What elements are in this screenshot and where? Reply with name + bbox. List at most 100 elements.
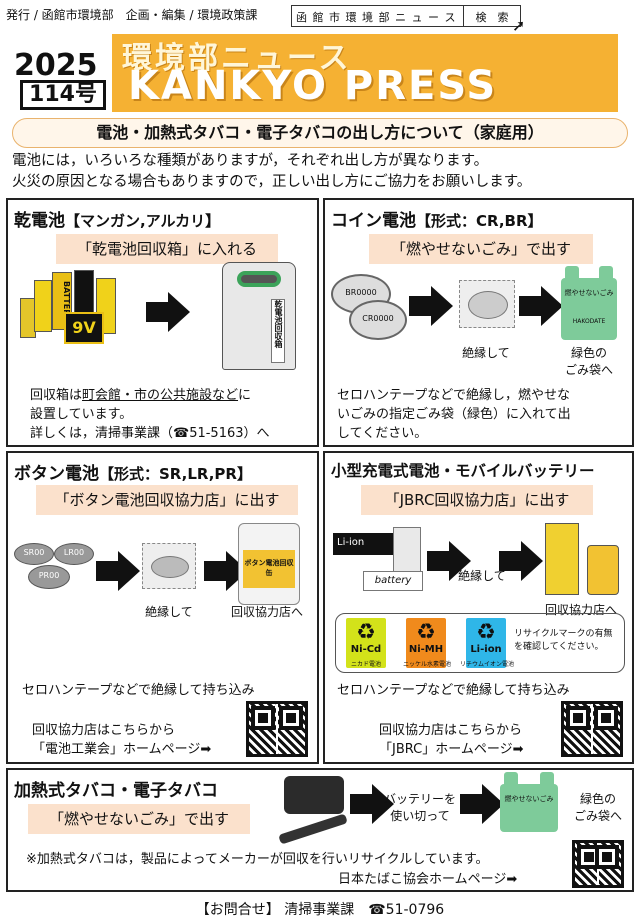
- issue-number: 114号: [20, 80, 106, 110]
- heated-tobacco-device-icon: [284, 776, 344, 814]
- publisher-line: 発行 / 函館市環境部 企画・編集 / 環境政策課: [6, 8, 258, 22]
- panel-coin-battery: コイン電池【形式：CR,BR】 「燃やせないごみ」で出す BR0000 CR00…: [323, 198, 634, 447]
- nine-volt-label: 9V: [64, 312, 104, 344]
- panel-text: セロハンテープなどで絶縁して持ち込み: [337, 683, 570, 698]
- panel-title: 小型充電式電池・モバイルバッテリー: [331, 462, 595, 480]
- search-input[interactable]: 函 館 市 環 境 部 ニ ュ ー ス: [292, 6, 464, 26]
- masthead-title: KANKYO PRESS: [128, 63, 498, 109]
- link-line[interactable]: 「電池工業会」ホームページ➡: [32, 742, 212, 757]
- box-label: 乾電池回収箱: [271, 299, 285, 363]
- instruction-pill: 「燃やせないごみ」で出す: [369, 234, 593, 264]
- caption-line: ごみ袋へ: [564, 363, 613, 377]
- search-box[interactable]: 函 館 市 環 境 部 ニ ュ ー ス 検 索: [291, 5, 521, 27]
- search-button[interactable]: 検 索: [475, 11, 509, 24]
- step-caption: 絶縁して: [462, 346, 510, 360]
- qr-code[interactable]: [246, 701, 308, 757]
- link-line[interactable]: 回収協力店はこちらから: [32, 723, 176, 738]
- recycle-mark-nimh-icon: Ni-MH: [406, 618, 446, 668]
- panel-rechargeable-battery: 小型充電式電池・モバイルバッテリー 「JBRC回収協力店」に出す Li-ion …: [323, 451, 634, 764]
- liion-battery-icon: Li-ion: [333, 533, 393, 555]
- recycle-code: Li-ion: [470, 644, 502, 655]
- recycle-mark-liion-icon: Li-ion: [466, 618, 506, 668]
- panel-title-main: ボタン電池: [14, 464, 99, 484]
- masthead-banner: [112, 34, 618, 112]
- panel-heated-tobacco: 加熱式タバコ・電子タバコ 「燃やせないごみ」で出す バッテリーを 使い切って 燃…: [6, 768, 634, 892]
- caption-line: 緑色の: [579, 792, 616, 806]
- collection-can-icon: ボタン電池回収缶: [238, 523, 300, 605]
- step-caption: 緑色の ごみ袋へ: [557, 344, 621, 378]
- text-line: 詳しくは，清掃事業課（☎51-5163）へ: [30, 426, 270, 441]
- text-line: セロハンテープなどで絶縁し，燃やせな: [337, 388, 570, 403]
- link-line[interactable]: 回収協力店はこちらから: [379, 723, 523, 738]
- note-line: を確認してください。: [514, 642, 604, 652]
- step-caption: 絶縁して: [145, 605, 193, 619]
- panel-text: 回収箱は町会館・市の公共施設などに 設置しています。 詳しくは，清掃事業課（☎5…: [30, 386, 270, 443]
- button-cell-icon: LR00: [54, 543, 94, 565]
- jbrc-can-icon: [587, 545, 619, 595]
- recycle-name: ニッケル水素電池: [402, 661, 451, 668]
- caption-line: 使い切って: [390, 809, 450, 823]
- recycle-note: リサイクルマークの有無 を確認してください。: [514, 628, 622, 654]
- panel-title: 加熱式タバコ・電子タバコ: [14, 781, 218, 801]
- step-caption: 緑色の ごみ袋へ: [568, 790, 628, 824]
- instruction-pill: 「JBRC回収協力店」に出す: [361, 485, 593, 515]
- masthead-subtitle: 環境部ニュース: [122, 41, 352, 76]
- recycle-marks-callout: Ni-Cd ニカド電池 Ni-MH ニッケル水素電池 Li-ion リチウムイオ…: [335, 613, 625, 673]
- instruction-pill: 「ボタン電池回収協力店」に出す: [36, 485, 298, 515]
- intro-text: 電池には，いろいろな種類がありますが，それぞれ出し方が異なります。 火災の原因と…: [12, 151, 531, 193]
- panel-text: セロハンテープなどで絶縁して持ち込み: [22, 683, 255, 698]
- panel-title-main: 乾電池: [14, 211, 65, 231]
- recycle-code: Ni-MH: [408, 644, 444, 655]
- text-line: 回収箱は町会館・市の公共施設などに: [30, 386, 270, 405]
- mobile-battery-icon: [393, 527, 421, 573]
- step-caption: 絶縁して: [458, 569, 506, 583]
- panel-button-battery: ボタン電池【形式：SR,LR,PR】 「ボタン電池回収協力店」に出す SR00 …: [6, 451, 319, 764]
- coin-cell-icon: CR0000: [349, 300, 407, 340]
- can-label: ボタン電池回収缶: [243, 550, 295, 588]
- text-fragment: に: [238, 388, 252, 403]
- caption-line: バッテリーを: [383, 792, 456, 806]
- panel-title-type: 【マンガン,アルカリ】: [65, 212, 221, 230]
- step-caption: 回収協力店へ: [230, 605, 303, 619]
- taped-coin-icon: [459, 280, 515, 328]
- e-cigarette-icon: [278, 813, 348, 845]
- recycle-name: ニカド電池: [350, 661, 381, 668]
- panel-title: コイン電池【形式：CR,BR】: [331, 206, 543, 231]
- green-garbage-bag-icon: 燃やせないごみ: [500, 772, 558, 832]
- pointer-cursor-icon: ➚: [512, 16, 526, 35]
- panel-text: セロハンテープなどで絶縁し，燃やせな いごみの指定ごみ袋（緑色）に入れて出 して…: [337, 386, 571, 443]
- text-line: してください。: [337, 426, 428, 441]
- link-text[interactable]: 回収協力店はこちらから 「JBRC」ホームページ➡: [379, 721, 523, 759]
- button-cell-icon: PR00: [28, 565, 70, 589]
- qr-code[interactable]: [561, 701, 623, 757]
- green-garbage-bag-icon: 燃やせないごみ HAKODATE: [561, 266, 617, 340]
- bag-city: HAKODATE: [572, 318, 606, 325]
- link-text[interactable]: 回収協力店はこちらから 「電池工業会」ホームページ➡: [32, 721, 211, 759]
- link-line[interactable]: 「JBRC」ホームページ➡: [379, 742, 524, 757]
- tobacco-note: ※加熱式タバコは，製品によってメーカーが回収を行いリサイクルしています。: [26, 852, 489, 867]
- qr-code[interactable]: [572, 840, 624, 888]
- page-title: 電池・加熱式タバコ・電子タバコの出し方について（家庭用）: [12, 118, 628, 148]
- intro-line: 電池には，いろいろな種類がありますが，それぞれ出し方が異なります。: [12, 153, 489, 169]
- battery-pile-icon: BATTERY 9V: [16, 268, 134, 348]
- caption-line: ごみ袋へ: [573, 809, 622, 823]
- panel-title: ボタン電池【形式：SR,LR,PR】: [14, 459, 252, 484]
- instruction-pill: 「燃やせないごみ」で出す: [28, 804, 250, 834]
- link-text[interactable]: 日本たばこ協会ホームページ➡: [338, 872, 518, 887]
- button-cell-icon: SR00: [14, 543, 54, 565]
- recycle-code: Ni-Cd: [350, 644, 382, 655]
- bag-text: 燃やせないごみ: [564, 289, 614, 297]
- intro-line: 火災の原因となる場合もありますので，正しい出し方にご協力をお願いします。: [12, 174, 532, 190]
- panel-title: 乾電池【マンガン,アルカリ】: [14, 206, 220, 231]
- contact-footer: 【お問合せ】 清掃事業課 ☎51-0796: [195, 902, 445, 918]
- highlight-text: 町会館・市の公共施設など: [82, 388, 239, 403]
- panel-title-main: コイン電池: [331, 211, 416, 231]
- instruction-pill: 「乾電池回収箱」に入れる: [56, 234, 278, 264]
- battery-pack-icon: battery: [363, 571, 423, 591]
- recycle-name: リチウムイオン電池: [459, 661, 514, 668]
- text-line: 設置しています。: [30, 407, 133, 422]
- jbrc-box-icon: [545, 523, 579, 595]
- note-line: リサイクルマークの有無: [514, 629, 613, 639]
- recycle-mark-nicd-icon: Ni-Cd: [346, 618, 386, 668]
- caption-line: 緑色の: [570, 346, 607, 360]
